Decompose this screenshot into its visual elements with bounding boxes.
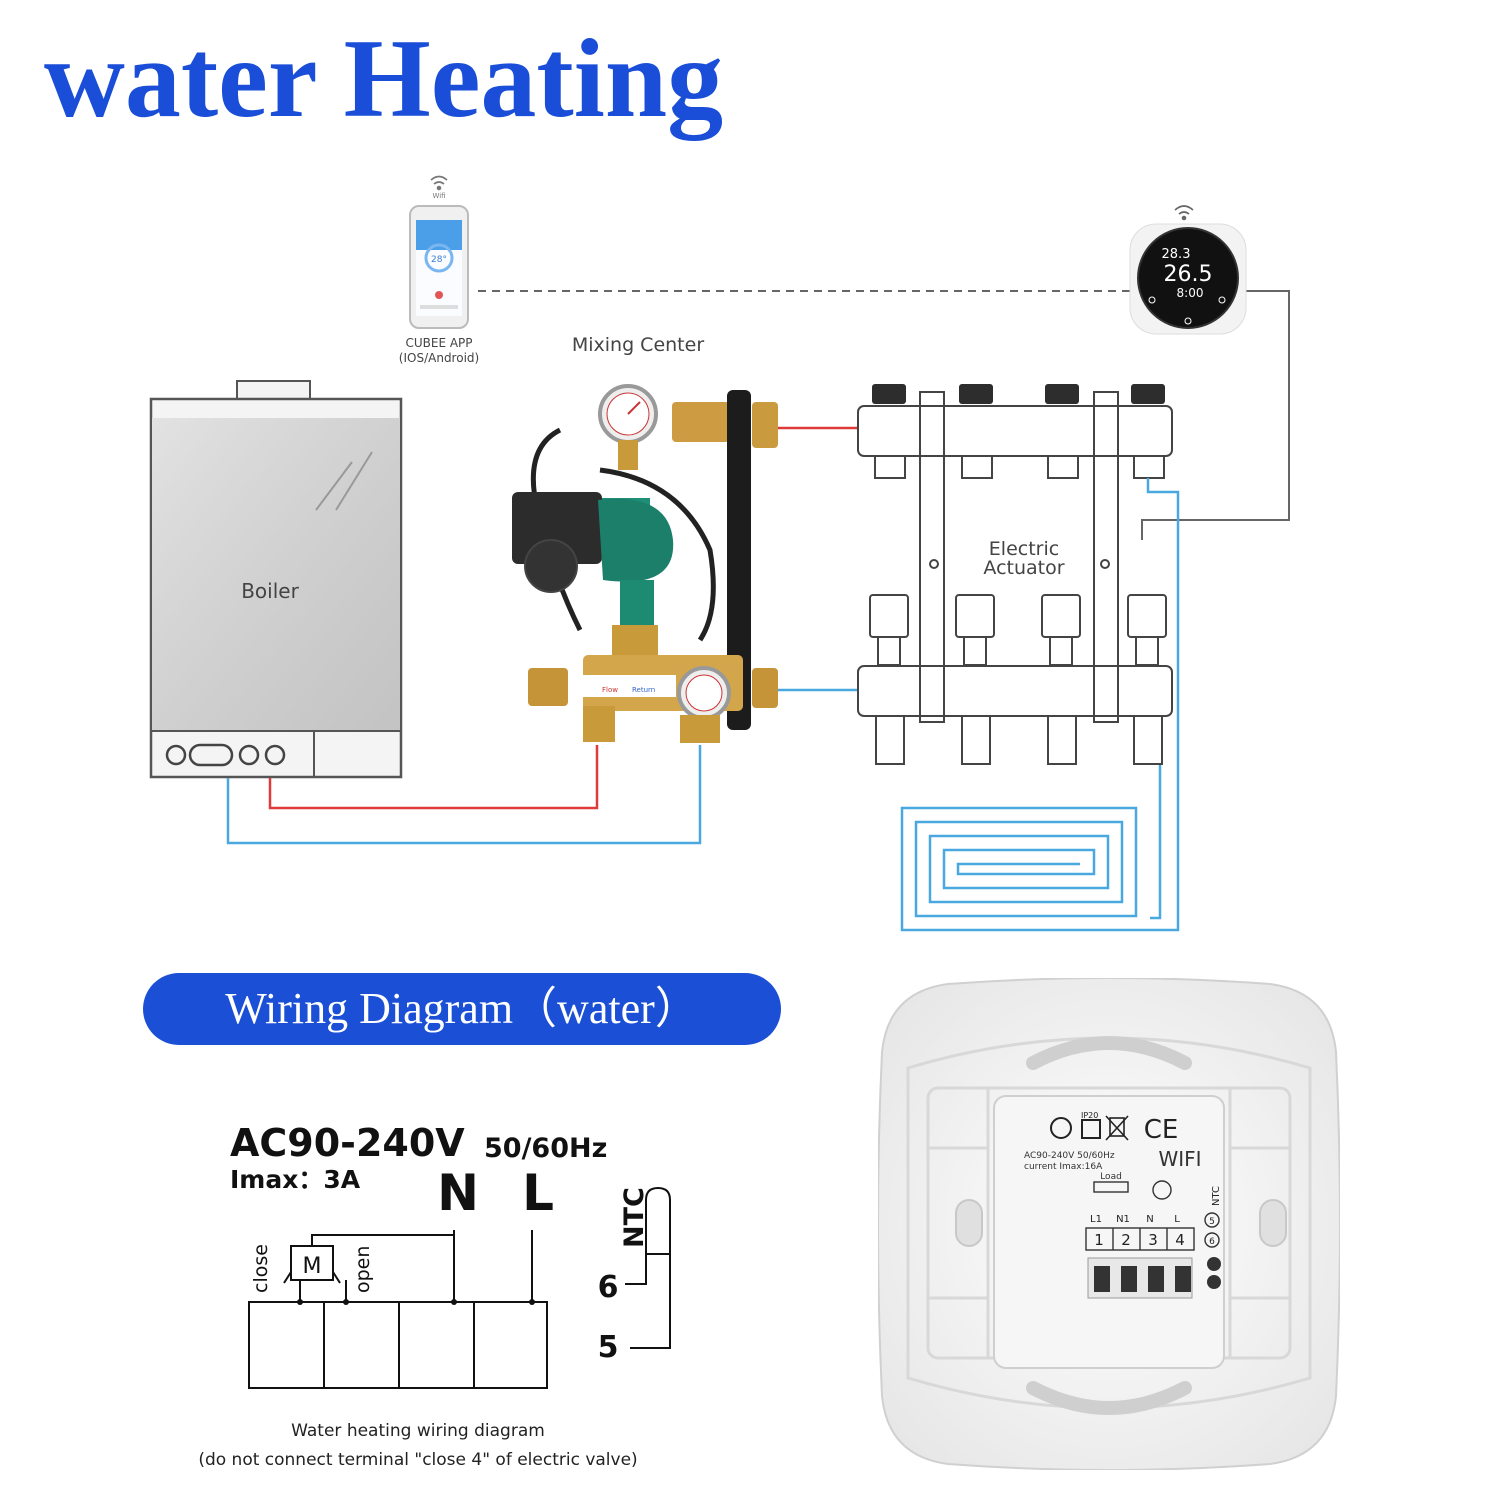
phone-temp: 28° (431, 255, 447, 265)
terminal-l-label: L (522, 1164, 554, 1222)
page-title: water Heating (44, 17, 724, 141)
thermostat-time: 8:00 (1177, 286, 1204, 300)
actuator-label-2: Actuator (983, 557, 1064, 579)
label-l1: L1 (1090, 1214, 1102, 1225)
floor-heating-loop (900, 478, 1180, 932)
motor-label: M (303, 1254, 322, 1279)
cold-return-pipe (226, 688, 858, 845)
boiler: Boiler (149, 380, 403, 779)
ce-mark: CE (1144, 1115, 1179, 1145)
close-label: close (250, 1244, 272, 1293)
app-platforms: (IOS/Android) (399, 351, 479, 365)
terminal-6-label: 6 (598, 1270, 619, 1305)
phone-app-icon: Wifi 28° CUBEE APP (IOS/Android) (399, 175, 479, 365)
thermostat-set-temp: 28.3 (1162, 247, 1191, 262)
ip-rating: IP20 (1081, 1111, 1098, 1120)
load-label: Load (1100, 1172, 1122, 1182)
electric-actuators (869, 594, 1167, 666)
label-n1: N1 (1116, 1214, 1130, 1225)
wifi-label: WIFI (1158, 1147, 1201, 1171)
spec-voltage: AC90-240V 50/60Hz (1024, 1151, 1115, 1161)
manifold-outlets-bottom (875, 715, 1163, 765)
app-wifi-label: Wifi (432, 192, 445, 200)
voltage-label: AC90-240V (230, 1121, 465, 1165)
wiring-caption: Water heating wiring diagram (291, 1421, 545, 1441)
boiler-label: Boiler (241, 579, 299, 603)
open-label: open (352, 1246, 374, 1293)
mixing-center-pump: Flow Return (512, 384, 778, 743)
terminal-6-back: 6 (1209, 1237, 1215, 1247)
thermostat-back-panel: IP20 CE AC90-240V 50/60Hz current Imax:1… (878, 978, 1340, 1470)
spec-current: current Imax:16A (1024, 1162, 1103, 1172)
wiring-caption-note: (do not connect terminal "close 4" of el… (198, 1450, 638, 1470)
label-l: L (1174, 1214, 1180, 1225)
flow-label: Flow (602, 686, 618, 694)
heating-system-diagram: Wifi 28° CUBEE APP (IOS/Android) 28.3 26… (149, 175, 1290, 932)
terminal-block (1087, 1257, 1221, 1299)
wifi-icon (1174, 205, 1194, 221)
return-label: Return (632, 686, 655, 694)
ntc-label-back: NTC (1211, 1186, 1222, 1206)
weee-icon (1105, 1115, 1129, 1141)
thermostat-temp: 26.5 (1164, 262, 1213, 287)
terminal-2: 2 (1121, 1231, 1131, 1249)
wiring-schematic: N L M close open NTC 6 5 (248, 1164, 671, 1389)
imax-label: Imax：3A (230, 1165, 361, 1194)
terminal-4: 4 (1175, 1231, 1185, 1249)
frequency-label: 50/60Hz (484, 1133, 608, 1164)
terminal-n-label: N (437, 1164, 479, 1222)
terminal-3: 3 (1148, 1231, 1158, 1249)
manifold (857, 384, 1173, 765)
terminal-5-label: 5 (598, 1330, 619, 1365)
terminal-1: 1 (1094, 1231, 1104, 1249)
ntc-label: NTC (619, 1187, 650, 1248)
thermostat-wire (1141, 290, 1290, 540)
mixing-center-label: Mixing Center (572, 334, 704, 356)
hot-supply-pipe (268, 426, 858, 810)
terminal-5-back: 5 (1209, 1217, 1215, 1227)
actuator-label: Electric (989, 538, 1059, 560)
wifi-icon (430, 175, 448, 191)
label-n: N (1146, 1214, 1153, 1225)
thermostat-device: 28.3 26.5 8:00 (1129, 205, 1247, 335)
wiring-diagram-banner: Wiring Diagram（water） (143, 973, 781, 1045)
app-label: CUBEE APP (405, 336, 472, 350)
